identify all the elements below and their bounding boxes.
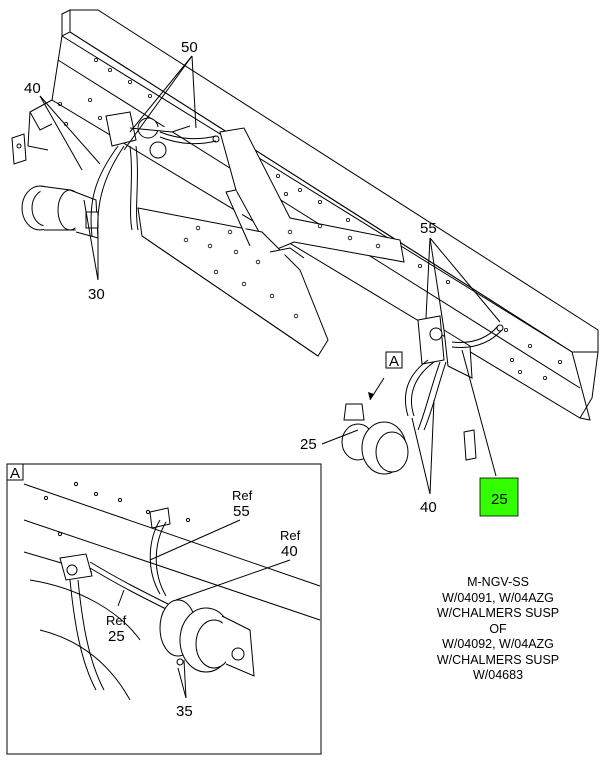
detail-air-lines	[69, 519, 169, 691]
ref-55-word: Ref	[232, 488, 253, 503]
view-a-box	[385, 351, 403, 369]
ref-55-number: 55	[233, 503, 250, 520]
leader-lines	[39, 55, 501, 495]
ref-40-word: Ref	[280, 528, 301, 543]
note-line: OF	[489, 621, 507, 636]
callout-30: 30	[88, 286, 105, 303]
upper-air-lines	[90, 131, 220, 237]
callout-40-bottom: 40	[420, 499, 437, 516]
callout-55: 55	[420, 220, 437, 237]
ref-25-word: Ref	[106, 613, 127, 628]
detail-leader-lines	[117, 519, 291, 699]
detail-a-label: A	[10, 465, 20, 482]
detail-a-tag	[6, 463, 24, 481]
note-line: M-NGV-SS	[467, 575, 529, 589]
view-a-label: A	[389, 353, 399, 370]
ref-40-number: 40	[281, 543, 298, 560]
note-line: W/04092, W/04AZG	[442, 637, 554, 651]
crossmember-holes	[183, 223, 381, 319]
note-line: W/04091, W/04AZG	[442, 590, 554, 605]
rear-brake-chamber	[341, 315, 473, 475]
view-a-arrowhead	[368, 392, 374, 400]
callout-25-left: 25	[300, 436, 317, 453]
crossmember	[137, 127, 405, 357]
detail-a-frame	[6, 463, 322, 755]
highlighted-callout-box[interactable]	[479, 477, 519, 517]
note-line: W/04683	[472, 668, 524, 682]
note-line: W/CHALMERS SUSP	[436, 606, 560, 620]
callout-50: 50	[181, 39, 198, 56]
callout-40-top: 40	[24, 80, 41, 97]
callout-25-highlight[interactable]: 25	[491, 491, 508, 508]
detail-frame-rail	[23, 481, 321, 701]
ref-25-number: 25	[108, 628, 125, 645]
callout-35: 35	[176, 703, 193, 720]
note-line: W/CHALMERS SUSP	[436, 652, 560, 667]
detail-brake-chamber	[159, 599, 255, 677]
applicability-note: M-NGV-SS W/04091, W/04AZG W/CHALMERS SUS…	[398, 575, 598, 684]
